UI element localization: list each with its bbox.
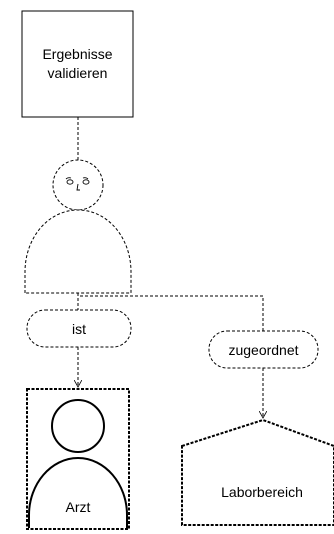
edge-label-ist[interactable]: ist [26, 309, 132, 348]
branch-connectors [78, 293, 263, 418]
org-label-laborbereich: Laborbereich [221, 484, 303, 500]
person-node[interactable] [24, 159, 132, 294]
arzt-head [51, 399, 105, 453]
task-node[interactable]: Ergebnisse validieren [21, 10, 134, 118]
task-label-line1: Ergebnisse [42, 46, 112, 62]
arzt-body [28, 456, 128, 528]
task-label-line2: validieren [48, 65, 108, 81]
role-label-arzt: Arzt [66, 499, 91, 515]
edge-label-zugeordnet[interactable]: zugeordnet [208, 330, 319, 369]
edge-label-ist-text: ist [72, 321, 86, 337]
person-body [24, 209, 132, 294]
org-node-laborbereich[interactable]: Laborbereich [181, 418, 334, 526]
person-face-icon [65, 177, 90, 191]
edge-label-zugeordnet-text: zugeordnet [228, 342, 298, 358]
role-node-arzt[interactable]: Arzt [26, 388, 130, 530]
